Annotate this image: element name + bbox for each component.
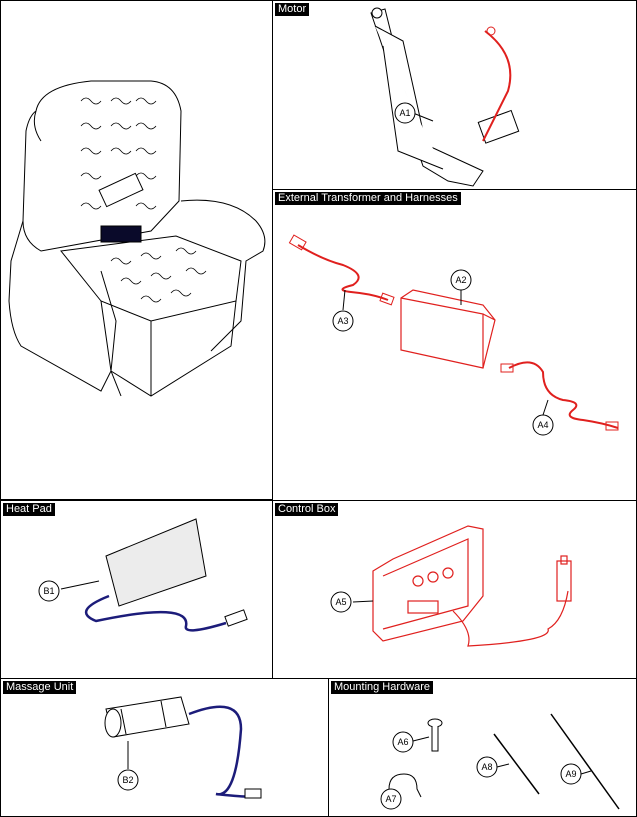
cable-tie-a8 [493,733,540,795]
callout-a8: A8 [481,762,492,772]
motor-illustration: A1 [370,7,520,187]
callout-circle [560,763,582,785]
transformer-a2 [400,289,496,369]
lift-chair-illustration [8,80,266,397]
callout-circle [532,414,554,436]
control-box-illustration: A5 [330,525,572,647]
control-box-a5 [372,525,572,647]
callout-circle [38,580,60,602]
callout-b1: B1 [43,586,54,596]
callout-circle [394,102,416,124]
heat-pad-cable [84,594,227,632]
control-box-panel: Control Box A5 [272,500,637,679]
panel-title: Mounting Hardware [331,681,433,694]
massage-pattern [80,97,207,303]
transformer-illustration: A3 A2 A4 [288,234,619,436]
heat-pad-in-chair [100,225,142,243]
callout-a9: A9 [565,769,576,779]
massage-unit-in-chair [98,172,144,208]
massage-cable [188,705,251,798]
motor-cable [482,30,512,142]
callout-a7: A7 [385,794,396,804]
harness-a4 [508,361,619,429]
callout-a4: A4 [537,420,548,430]
panel-title: Heat Pad [3,503,55,516]
motor-panel: Motor A1 [272,0,637,190]
callout-circle [332,310,354,332]
chair-overview-panel [0,0,273,500]
callout-circle [330,591,352,613]
callout-circle [392,731,414,753]
massage-unit-illustration: B2 [104,696,262,799]
panel-title: External Transformer and Harnesses [275,192,461,205]
callout-circle [117,769,139,791]
heat-pad-illustration: B1 [38,518,248,632]
callout-a2: A2 [455,275,466,285]
massage-unit-panel: Massage Unit B2 [0,678,329,817]
heat-pad-panel: Heat Pad B1 [0,500,273,679]
transformer-panel: External Transformer and Harnesses A3 A2… [272,189,637,501]
callout-a5: A5 [335,597,346,607]
callout-circle [476,756,498,778]
clamp-a7 [388,773,422,798]
harness-a3 [297,244,389,301]
callout-a6: A6 [397,737,408,747]
callout-circle [380,788,402,810]
panel-title: Control Box [275,503,339,516]
heat-pad-b1 [105,518,207,607]
panel-title: Massage Unit [3,681,77,694]
cable-tie-a9 [550,713,620,810]
callout-a1: A1 [399,108,410,118]
massage-unit-b2 [104,696,190,738]
callout-circle [450,269,472,291]
callout-b2: B2 [122,775,133,785]
screw-a6 [427,718,443,752]
mounting-hardware-illustration: A6 A7 A8 A9 [380,713,620,810]
callout-a3: A3 [337,316,348,326]
mounting-hardware-panel: Mounting Hardware A6 A7 A8 A9 [328,678,637,817]
panel-title: Motor [275,3,310,16]
